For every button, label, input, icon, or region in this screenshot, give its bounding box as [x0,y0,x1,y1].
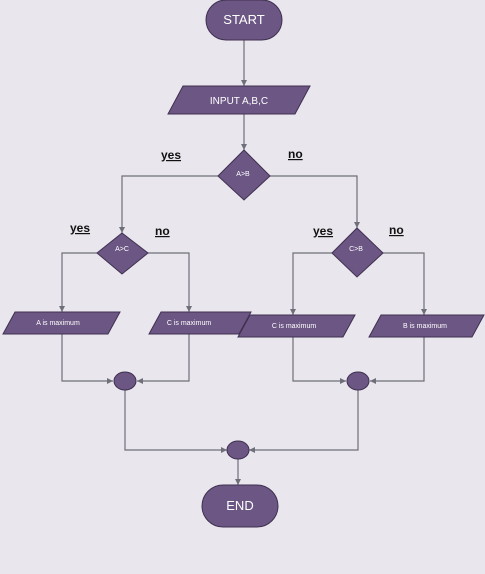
edge-ac-no [148,252,192,312]
decision-cb-label: C>B [349,246,363,253]
branch-ac-no-label: no [155,224,170,238]
output-a-node: A is maximum [2,311,121,335]
output-a-parallelogram [2,311,121,335]
output-b-parallelogram [368,314,485,338]
edge-b-merge [370,337,425,384]
edge-c-left-merge [137,334,190,384]
start-node: START [205,0,283,41]
decision-cb-diamond [331,227,384,278]
output-c-right-parallelogram [237,314,356,338]
right-merge-connector [346,371,370,391]
branch-cb-no-label: no [389,223,404,237]
decision-cb-node: C>B [331,227,384,278]
output-b-label: B is maximum [403,323,447,330]
edge-ab-no [270,175,360,228]
branch-ac-yes-label: yes [70,221,90,235]
end-terminator [201,484,279,528]
edge-right-merge-final [249,390,359,453]
input-label: INPUT A,B,C [210,96,268,107]
output-c-right-node: C is maximum [237,314,356,338]
edge-c-right-merge [292,337,346,384]
decision-ac-diamond [96,232,149,275]
decision-ac-node: A>C [96,232,149,275]
output-c-right-label: C is maximum [272,323,317,330]
edges [59,40,427,485]
end-node: END [201,484,279,528]
input-node: INPUT A,B,C [167,85,311,115]
branch-cb-yes-label: yes [313,224,333,238]
start-terminator [205,0,283,41]
output-c-left-label: C is maximum [167,320,212,327]
final-merge-connector [226,440,250,460]
decision-ab-diamond [217,149,271,201]
output-b-node: B is maximum [368,314,485,338]
output-c-left-parallelogram [148,311,252,335]
start-label: START [223,12,264,27]
decision-ab-node: A>B [217,149,271,201]
input-parallelogram [167,85,311,115]
edge-a-merge [61,334,113,384]
decision-ab-label: A>B [236,171,250,178]
branch-ab-yes-label: yes [161,148,181,162]
edge-cb-no [383,252,427,315]
branch-ab-no-label: no [288,147,303,161]
left-merge-connector [113,371,137,391]
edge-ac-yes [59,252,97,312]
output-a-label: A is maximum [36,320,80,327]
edge-left-merge-final [124,390,227,453]
edge-cb-yes [290,252,332,315]
edge-ab-yes [119,175,218,233]
decision-ac-label: A>C [115,246,129,253]
end-label: END [226,498,253,513]
output-c-left-node: C is maximum [148,311,252,335]
